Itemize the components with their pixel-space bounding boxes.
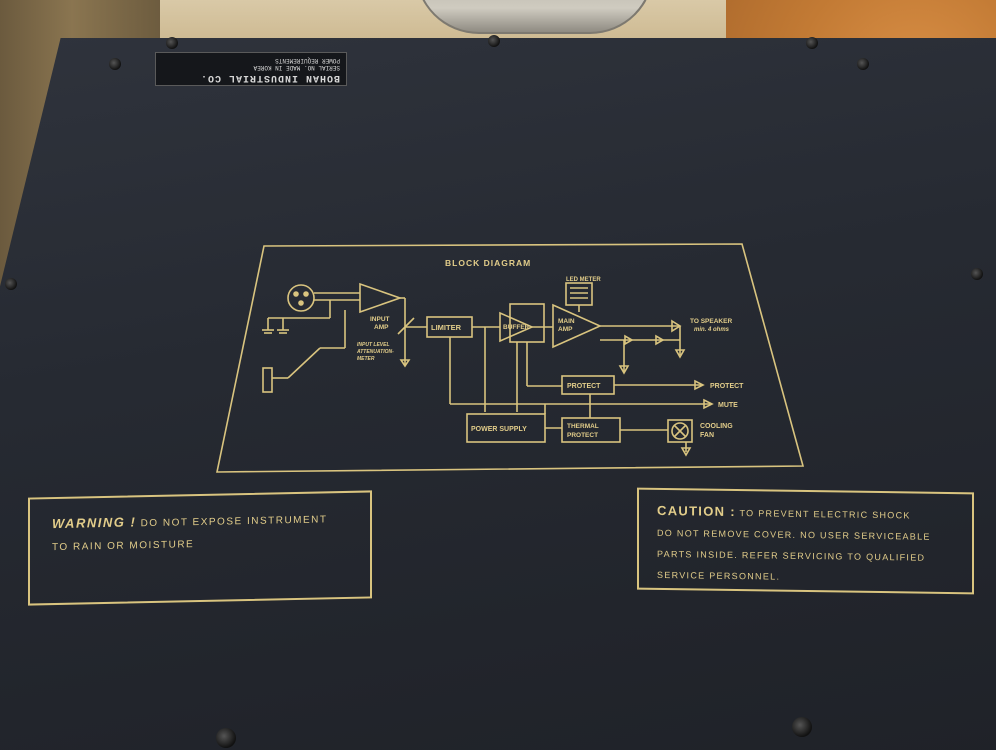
buffer-amp-symbol [499,311,534,343]
thermal-protect-label: PROTECT [567,432,598,439]
caution-text: TO PREVENT ELECTRIC SHOCK [739,508,911,521]
diagram-title: BLOCK DIAGRAM [445,258,531,268]
input-amp-symbol [359,282,403,314]
attenuator-label: METER [357,356,375,362]
main-amp-label: MAIN [558,318,575,325]
protect-label: PROTECT [567,383,601,390]
led-meter-label: LED METER [566,277,601,283]
limiter-label: LIMITER [431,323,462,332]
input-amp-label: AMP [374,324,389,331]
caution-lead: CAUTION : [657,502,736,520]
phone-jack-icon [262,367,273,393]
thermal-protect-label: THERMAL [567,423,599,430]
screw-icon [216,728,236,748]
input-amp-label: INPUT [370,316,390,323]
screw-icon [806,37,818,49]
attenuator-label: ATTENUATION- [356,349,394,355]
screw-icon [857,58,869,70]
cooling-fan-icon [667,419,693,443]
mute-output-label: MUTE [718,402,738,409]
screw-icon [166,37,178,49]
to-speaker-label: TO SPEAKER [690,318,732,325]
cooling-fan-label: FAN [700,432,714,439]
to-speaker-label: min. 4 ohms [694,327,730,333]
main-amp-symbol [552,303,602,349]
protect-output-label: PROTECT [710,383,744,390]
screw-icon [488,35,500,47]
diagram-frame [216,243,805,473]
screw-icon [971,268,983,280]
warning-notice: WARNING ! DO NOT EXPOSE INSTRUMENT TO RA… [28,490,372,606]
metal-bowl [415,0,654,34]
xlr-connector-icon [287,284,315,312]
led-meter-icon [565,282,593,306]
screw-icon [792,717,812,737]
caution-notice: CAUTION : TO PREVENT ELECTRIC SHOCK DO N… [637,487,974,595]
buffer-label: BUFFER [503,324,530,331]
caution-text: SERVICE PERSONNEL. [657,569,781,582]
main-amp-label: AMP [558,326,573,333]
attenuator-label: INPUT LEVEL [357,342,390,348]
cooling-fan-label: COOLING [700,423,733,430]
screw-icon [109,58,121,70]
warning-lead: WARNING ! [52,514,137,532]
amplifier-top-panel [0,38,996,750]
screw-icon [5,278,17,290]
power-supply-label: POWER SUPPLY [471,426,527,433]
warning-text: DO NOT EXPOSE INSTRUMENT [140,514,328,530]
